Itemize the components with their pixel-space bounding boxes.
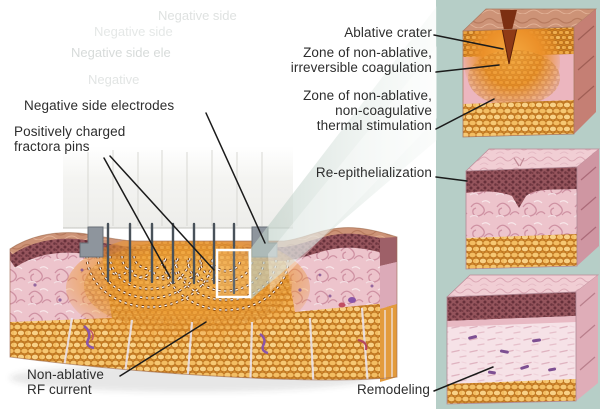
fibroblasts — [468, 335, 557, 375]
panel-3-remodeling — [446, 274, 600, 405]
leader-rf-current — [119, 321, 207, 377]
leader-remodeling — [433, 366, 494, 392]
fractora-pins — [106, 222, 236, 295]
label-re-epithelialization: Re-epithelialization — [315, 165, 432, 180]
ablative-crater-hole — [500, 10, 517, 30]
label-fractora-pins: Positively charged fractora pins — [14, 124, 126, 154]
label-zone-irreversible: Zone of non-ablative, irreversible coagu… — [290, 45, 432, 75]
zoom-cone — [248, 6, 437, 300]
block-right-face — [380, 237, 397, 382]
leader-pins-1 — [103, 157, 171, 278]
label-ablative-crater: Ablative crater — [344, 25, 432, 40]
leader-crater — [433, 34, 504, 50]
label-remodeling: Remodeling — [356, 382, 430, 397]
side-electrode-left — [79, 226, 104, 258]
leader-coagulation — [435, 64, 500, 73]
blood-vessels — [83, 297, 368, 355]
device-body — [63, 146, 293, 228]
leader-electrodes — [205, 112, 266, 244]
label-negative-side-electrodes: Negative side electrodes — [24, 98, 175, 113]
leader-lines — [103, 34, 504, 392]
magnifier-box — [215, 248, 252, 299]
label-zone-thermal: Zone of non-ablative, non-coagulative th… — [303, 88, 432, 133]
main-skin-block — [9, 227, 398, 382]
panel-2-reepithelialization — [465, 148, 600, 270]
leader-reepithelialization — [435, 176, 468, 182]
label-rf-current: Non-ablative RF current — [27, 367, 104, 397]
leader-thermal — [435, 98, 495, 130]
leader-pins-2 — [109, 155, 215, 271]
panel-1-ablation — [462, 8, 597, 138]
